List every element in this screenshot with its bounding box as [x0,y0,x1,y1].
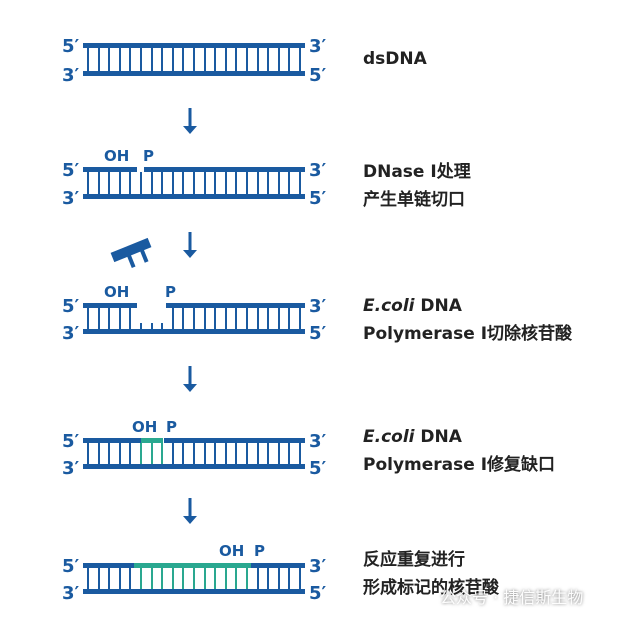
label-3prime-right: 3′ [309,160,327,181]
top-strand-segment [164,438,305,443]
label-5prime-right: 5′ [309,458,327,479]
bottom-strand [83,589,305,594]
arrow-head [183,250,197,258]
label-5prime-left: 5′ [62,36,80,57]
label-5prime-left: 5′ [62,296,80,317]
label-3prime-right: 3′ [309,36,327,57]
label-p: P [165,283,176,301]
step3-caption: E.coli DNA Polymerase I切除核苷酸 [363,296,572,344]
label-oh: OH [132,418,157,436]
label-oh: OH [104,283,129,301]
top-strand-segment [144,167,305,172]
label-oh: OH [104,147,129,165]
top-strand-segment [166,303,305,308]
label-5prime-left: 5′ [62,160,80,181]
label-3prime-right: 3′ [309,431,327,452]
repaired-segment [134,563,251,568]
label-p: P [143,147,154,165]
bottom-strand [83,464,305,469]
step5-line2: 形成标记的核苷酸 [363,578,499,598]
label-5prime-right: 5′ [309,323,327,344]
arrow-head [183,516,197,524]
step4-line1: DNA [414,427,462,447]
label-5prime-right: 5′ [309,65,327,86]
down-arrow-icon [183,366,197,392]
label-p: P [254,542,265,560]
step3-line2: Polymerase I切除核苷酸 [363,324,573,344]
top-strand-segment [83,167,137,172]
dna-duplex-step5 [83,563,305,594]
down-arrow-icon [183,232,197,258]
step2-line2: 产生单链切口 [363,190,465,210]
step3-organism: E.coli [363,296,415,316]
label-3prime-right: 3′ [309,296,327,317]
label-5prime-right: 5′ [309,583,327,604]
top-strand-segment [83,43,305,48]
down-arrow-icon [183,498,197,524]
top-strand-segment [83,438,141,443]
dna-duplex-step3 [83,303,305,334]
step5-line1: 反应重复进行 [363,550,465,570]
label-3prime-left: 3′ [62,458,80,479]
label-5prime-left: 5′ [62,431,80,452]
dna-duplex-step4 [83,438,305,469]
label-oh: OH [219,542,244,560]
step2-line1: DNase I处理 [363,162,471,182]
step1-caption: dsDNA [363,49,427,69]
label-5prime-right: 5′ [309,188,327,209]
label-3prime-left: 3′ [62,188,80,209]
top-strand-segment [83,303,137,308]
label-3prime-left: 3′ [62,323,80,344]
dna-polymerase-icon [110,237,152,269]
arrow-head [183,126,197,134]
bottom-strand [83,71,305,76]
label-3prime-left: 3′ [62,65,80,86]
step4-line2: Polymerase I修复缺口 [363,455,556,475]
step4-organism: E.coli [363,427,415,447]
bottom-strand [83,329,305,334]
dna-duplex-step1 [83,43,305,76]
repaired-segment [141,438,163,443]
step3-line1: DNA [414,296,462,316]
label-5prime-left: 5′ [62,556,80,577]
step2-caption: DNase I处理 产生单链切口 [363,162,471,210]
step4-caption: E.coli DNA Polymerase I修复缺口 [363,427,555,475]
top-strand-segment [251,563,305,568]
watermark: 公众号 · 捷信斯生物 [440,588,584,607]
bottom-strand [83,194,305,199]
down-arrow-icon [183,108,197,134]
top-strand-segment [83,563,134,568]
label-p: P [166,418,177,436]
dna-duplex-step2 [83,167,305,199]
arrow-head [183,384,197,392]
label-3prime-right: 3′ [309,556,327,577]
step1-line1: dsDNA [363,49,427,69]
label-3prime-left: 3′ [62,583,80,604]
step5-caption: 反应重复进行 形成标记的核苷酸 [363,550,499,598]
